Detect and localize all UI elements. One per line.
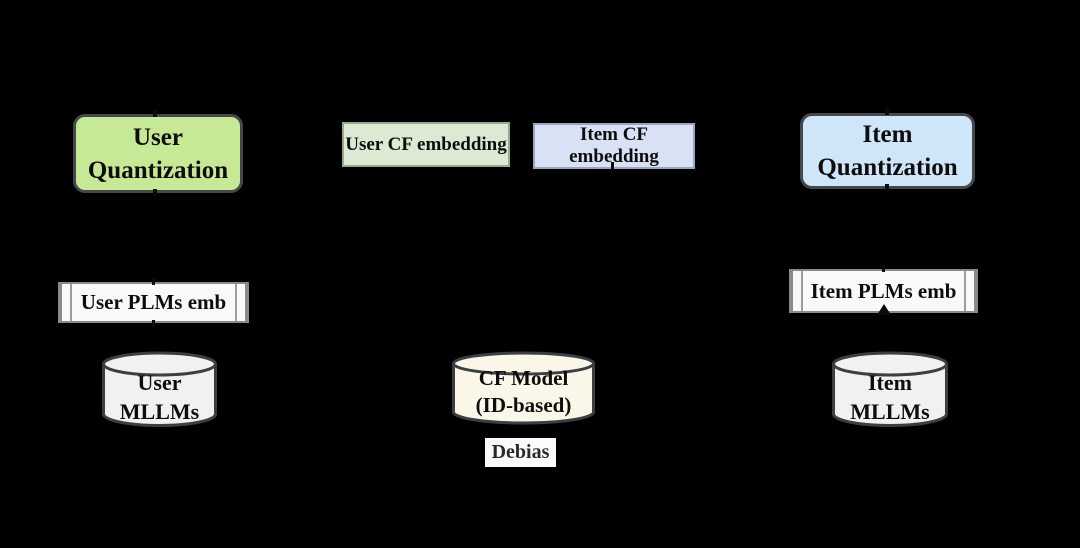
item-cf-embedding-label: Item CF embedding	[569, 124, 659, 167]
debias-text: Debias	[491, 441, 550, 463]
divider-line	[801, 271, 803, 311]
node-label-line: Quantization	[817, 154, 958, 181]
item-plms-emb-label: Item PLMs emb	[810, 278, 957, 303]
user-plms-emb-label: User PLMs emb	[80, 290, 227, 314]
user-cf-embedding-label: User CF embedding	[345, 133, 507, 155]
arrow-remnant-tick	[152, 320, 155, 327]
arrow-remnant-arrowhead-up	[877, 304, 891, 315]
debias-label: Debias	[485, 438, 556, 467]
user-quantization-node: User Quantization	[73, 114, 243, 193]
node-label-line: Quantization	[87, 156, 229, 184]
divider-line	[235, 284, 237, 321]
item-mllms-label: Item MLLMs	[832, 368, 948, 426]
cf-model-label: CF Model (ID-based)	[452, 365, 595, 419]
node-label-line: (ID-based)	[475, 393, 572, 417]
arrow-remnant-tick	[152, 278, 155, 285]
divider-line	[70, 284, 72, 321]
node-label-line: Item	[862, 121, 913, 148]
item-mllms-cylinder: Item MLLMs	[832, 351, 948, 428]
cf-model-cylinder: CF Model (ID-based)	[452, 351, 595, 426]
node-label-line: MLLMs	[119, 399, 200, 424]
user-cf-embedding-node: User CF embedding	[342, 122, 510, 167]
arrow-remnant-tick	[153, 189, 157, 196]
user-mllms-label: User MLLMs	[102, 368, 217, 426]
user-quantization-label: User Quantization	[88, 121, 228, 187]
database-cylinder-icon	[832, 351, 948, 427]
divider-line	[964, 271, 966, 311]
node-label-line: Item	[868, 370, 912, 395]
node-label-line: User	[133, 123, 183, 151]
arrow-remnant-tick	[611, 162, 614, 171]
item-quantization-node: Item Quantization	[800, 113, 975, 189]
arrow-remnant-tick	[882, 265, 885, 272]
database-cylinder-icon	[102, 351, 217, 427]
node-label-line: CF Model	[478, 366, 569, 390]
node-label-line: MLLMs	[850, 399, 930, 424]
arrow-remnant-tick	[885, 184, 889, 191]
user-mllms-cylinder: User MLLMs	[102, 351, 217, 428]
item-cf-embedding-node: Item CF embedding	[533, 123, 695, 169]
database-cylinder-icon	[452, 351, 595, 425]
user-plms-emb-node: User PLMs emb	[58, 282, 249, 323]
item-quantization-label: Item Quantization	[817, 118, 957, 184]
node-label-line: User	[137, 370, 182, 395]
arrow-remnant-tick	[153, 110, 157, 117]
arrow-remnant-tick	[885, 108, 889, 115]
